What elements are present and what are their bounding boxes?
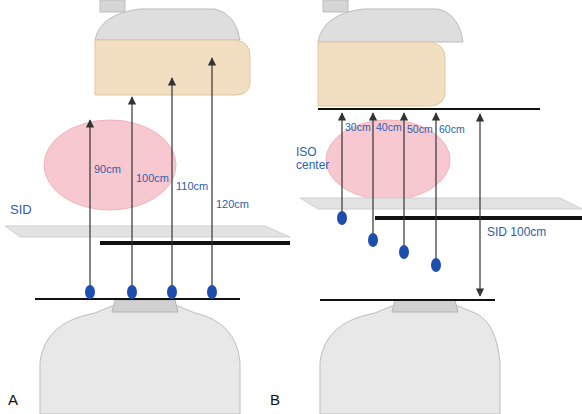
dimension-label: 60cm [439, 124, 465, 136]
dimension-label: 30cm [345, 122, 371, 134]
tube-housing [320, 300, 500, 414]
table-plane [5, 226, 290, 237]
focal-line [35, 298, 240, 300]
focal-line [320, 299, 495, 301]
dimension-label: 90cm [94, 163, 121, 175]
detector-line [318, 108, 540, 110]
panel-letter: B [270, 392, 280, 409]
dimension-label: SID 100cm [487, 226, 546, 239]
distance-arrows [342, 113, 480, 296]
table-edge [375, 216, 582, 220]
patient-ellipse [326, 120, 450, 200]
patient-ellipse [44, 120, 176, 210]
panel-letter: A [8, 392, 18, 409]
iso-center-label: ISO center [296, 146, 340, 172]
dimension-label: 100cm [136, 172, 169, 184]
dimension-label: 40cm [376, 122, 402, 134]
distance-arrows [90, 58, 212, 292]
dimension-label: 120cm [216, 198, 249, 210]
source-dots [85, 285, 217, 299]
dimension-label: 50cm [407, 124, 433, 136]
tube-housing [40, 300, 240, 414]
axis-label: SID [10, 203, 32, 217]
iso-dots [337, 211, 441, 272]
detector-head [318, 0, 463, 106]
table-edge [100, 241, 290, 245]
dimension-label: 110cm [176, 180, 208, 192]
